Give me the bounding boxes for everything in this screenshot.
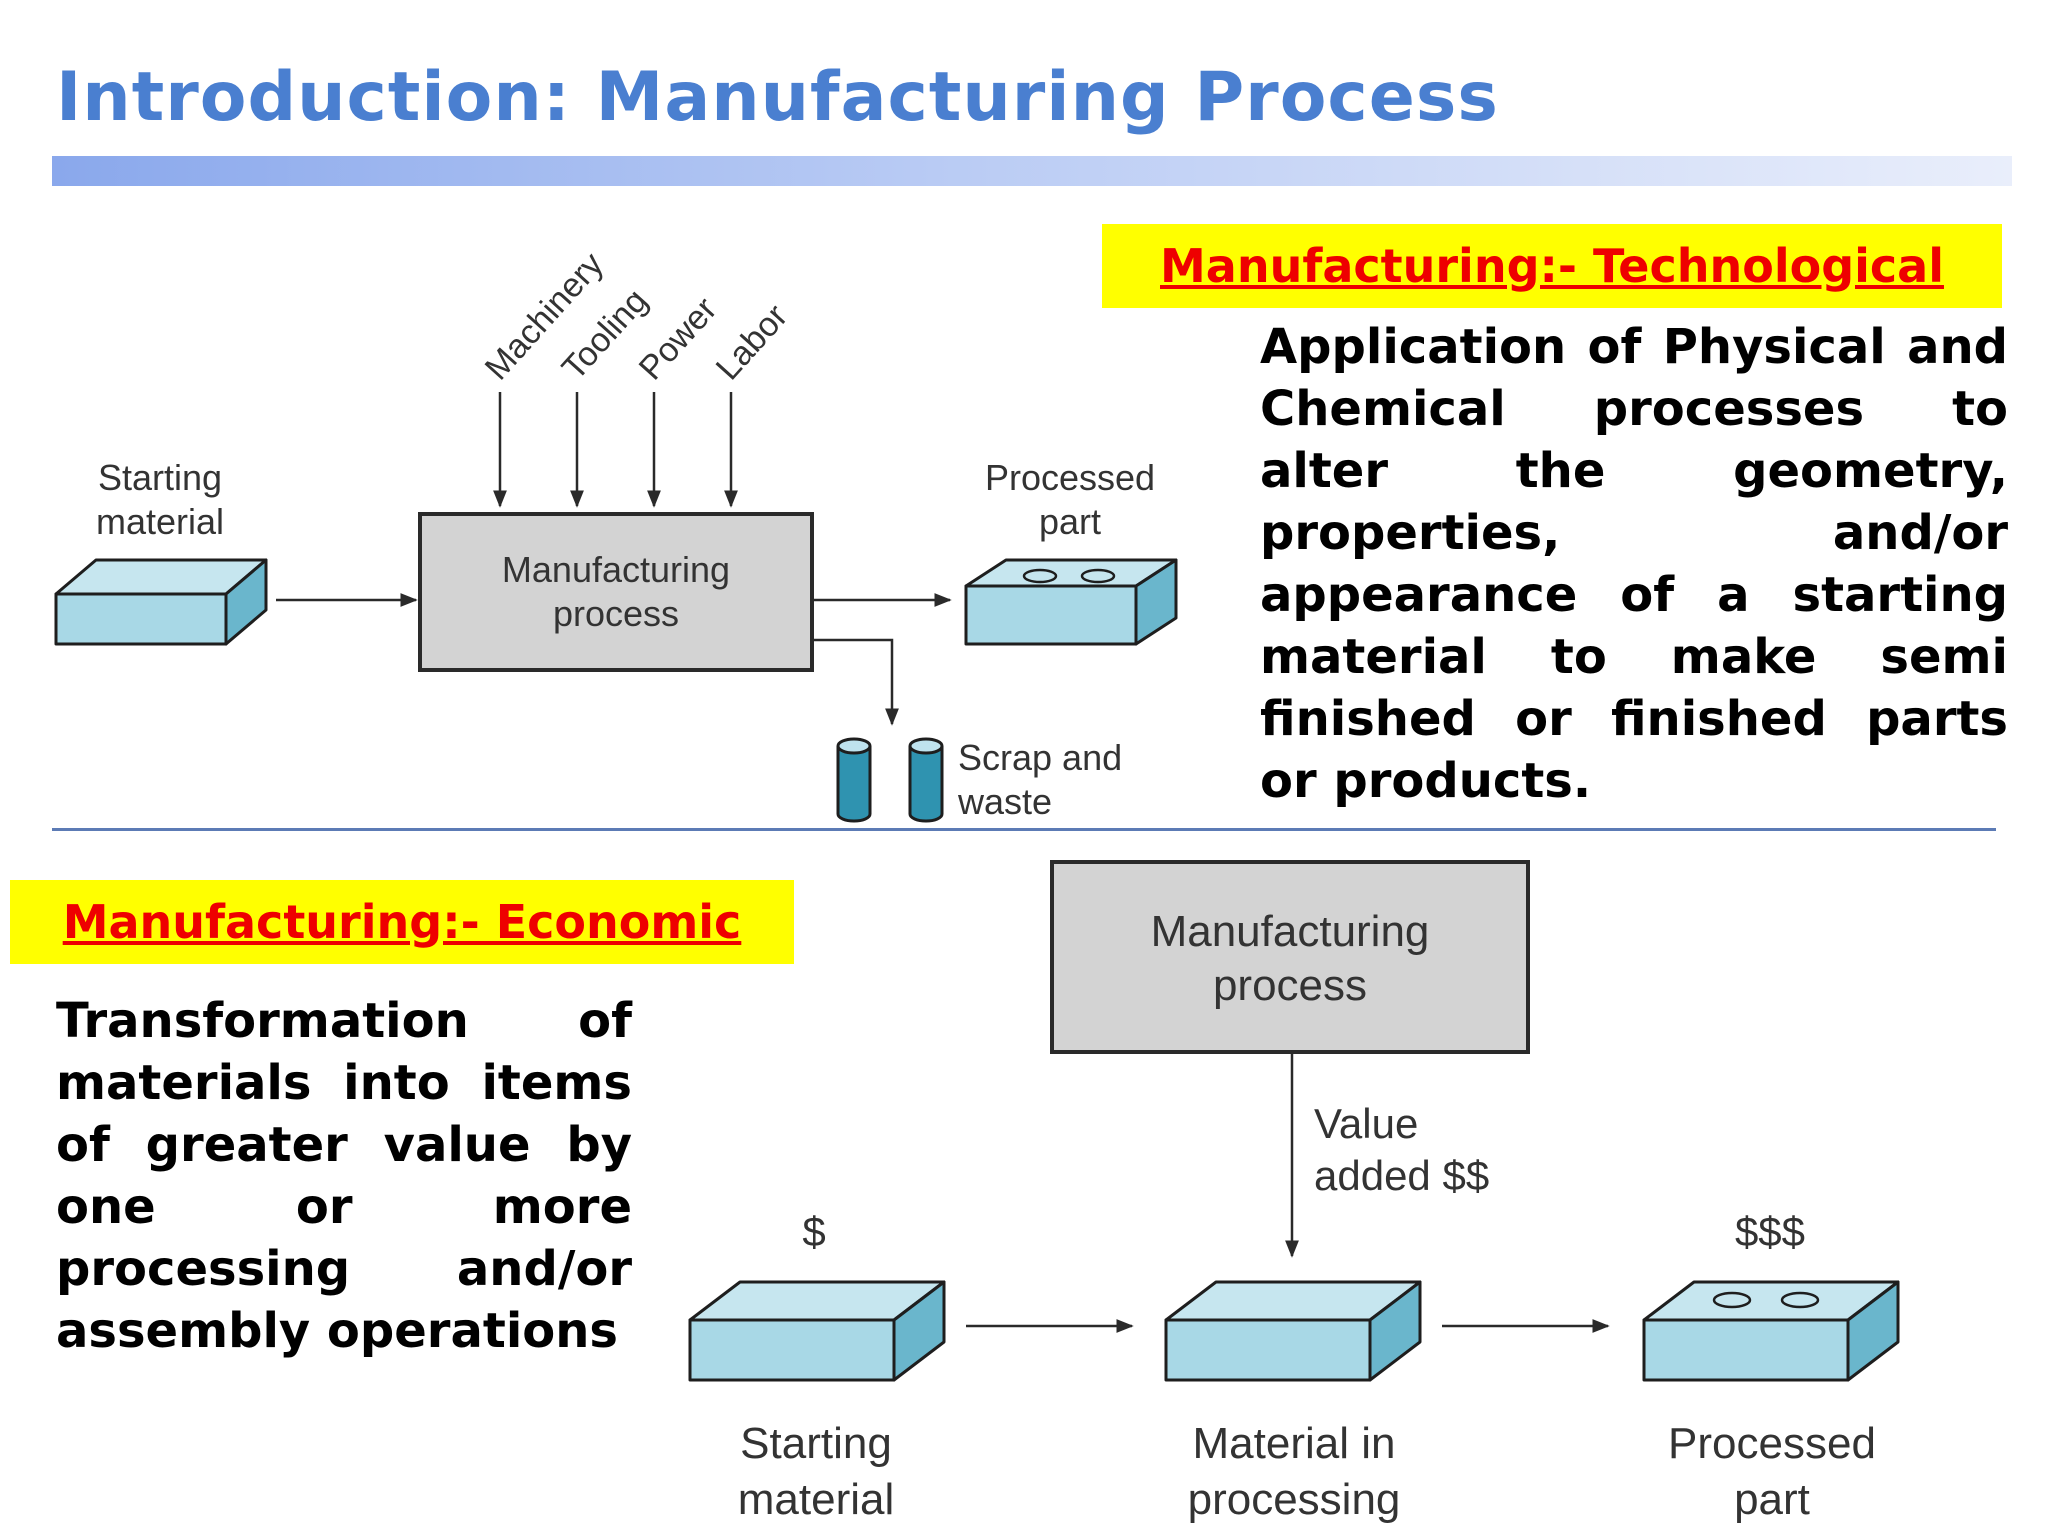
econ-end-label-line1: Processed bbox=[1668, 1419, 1876, 1468]
econ-process-label-line1: Manufacturing bbox=[1151, 907, 1430, 956]
value-added-label-line1: Value bbox=[1314, 1100, 1418, 1147]
tech-processed-part-block bbox=[964, 558, 1178, 646]
tech-output-label-line1: Processed bbox=[985, 457, 1155, 498]
technological-definition: Application of Physical and Chemical pro… bbox=[1260, 319, 2008, 809]
econ-process-label-line2: process bbox=[1213, 961, 1367, 1010]
economic-heading-highlight: Manufacturing:- Economic bbox=[10, 880, 794, 964]
start-price-label: $ bbox=[802, 1208, 825, 1255]
technological-diagram: Machinery Tooling Power Labor Starting m… bbox=[54, 245, 1178, 823]
tech-start-label-line1: Starting bbox=[98, 457, 222, 498]
economic-diagram: Manufacturing process Value added $$ $ $… bbox=[688, 860, 1900, 1524]
econ-material-in-processing-block bbox=[1164, 1280, 1422, 1382]
scrap-cylinders bbox=[836, 737, 944, 823]
econ-end-label-line2: part bbox=[1734, 1475, 1810, 1524]
econ-mid-label-line2: processing bbox=[1188, 1475, 1401, 1524]
econ-processed-part-block bbox=[1642, 1280, 1900, 1382]
econ-process-box bbox=[1050, 860, 1530, 1054]
end-price-label: $$$ bbox=[1735, 1208, 1805, 1255]
econ-start-label-line1: Starting bbox=[740, 1419, 892, 1468]
tech-output-label-line2: part bbox=[1039, 501, 1101, 542]
technological-heading-highlight: Manufacturing:- Technological bbox=[1102, 224, 2002, 308]
input-label-labor: Labor bbox=[709, 297, 795, 387]
value-added-label-line2: added $$ bbox=[1314, 1152, 1489, 1199]
econ-starting-material-block bbox=[688, 1280, 946, 1382]
tech-process-box bbox=[418, 512, 814, 672]
arrow-process-to-scrap bbox=[812, 638, 899, 726]
economic-heading: Manufacturing:- Economic bbox=[62, 895, 742, 949]
slide-title: Introduction: Manufacturing Process bbox=[56, 58, 1499, 137]
technological-heading: Manufacturing:- Technological bbox=[1160, 239, 1944, 293]
econ-mid-label-line1: Material in bbox=[1193, 1419, 1396, 1468]
economic-definition: Transformation of materials into items o… bbox=[56, 993, 632, 1359]
tech-starting-material-block bbox=[54, 558, 268, 646]
scrap-label-line2: waste bbox=[957, 781, 1052, 822]
econ-start-label-line2: material bbox=[738, 1475, 895, 1524]
section-divider bbox=[52, 828, 1996, 831]
tech-process-label-line1: Manufacturing bbox=[502, 549, 730, 590]
tech-process-label-line2: process bbox=[553, 593, 679, 634]
title-underline-bar bbox=[52, 156, 2012, 186]
scrap-label-line1: Scrap and bbox=[958, 737, 1122, 778]
tech-start-label-line2: material bbox=[96, 501, 224, 542]
